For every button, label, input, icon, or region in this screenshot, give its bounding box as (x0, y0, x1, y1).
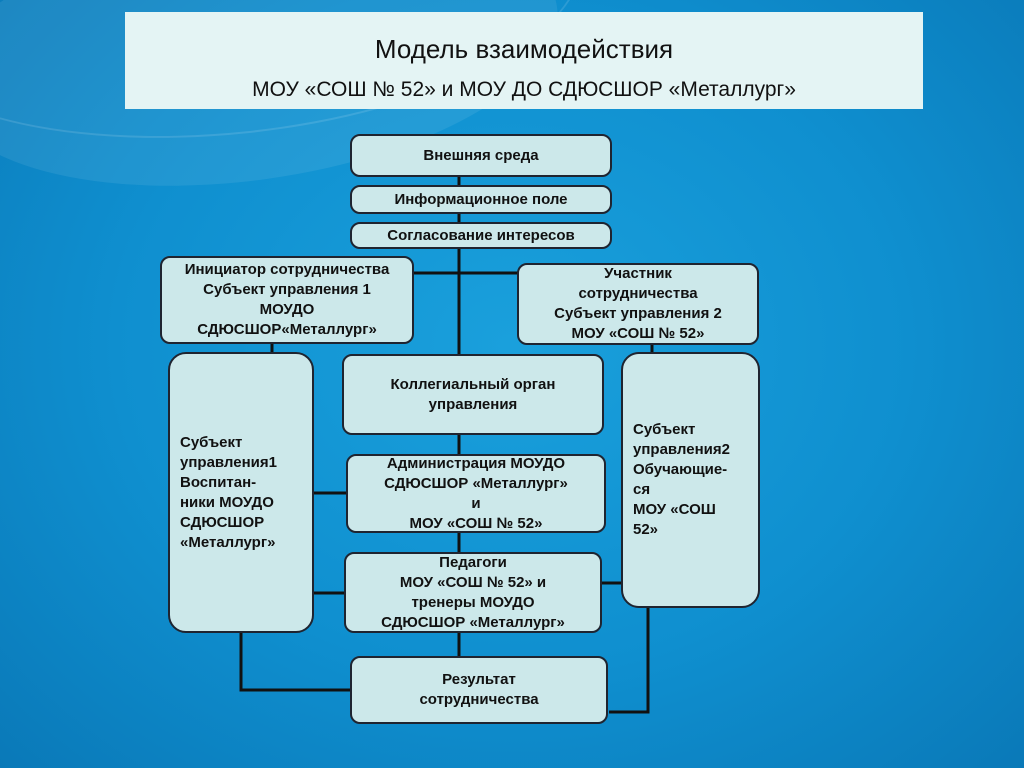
box-line: тренеры МОУДО (411, 593, 535, 611)
title-panel: Модель взаимодействия МОУ «СОШ № 52» и М… (125, 12, 923, 109)
administration-box: Администрация МОУДО СДЮСШОР «Металлург» … (346, 454, 606, 533)
box-line: СДЮСШОР (180, 513, 265, 531)
box-line: Коллегиальный орган (390, 375, 556, 393)
box-line: Субъект (180, 433, 243, 451)
box-line: и (471, 494, 481, 512)
box-line: сотрудничества (419, 691, 539, 708)
box-line: сотрудничества (578, 285, 698, 302)
box-label: Информационное поле (394, 190, 568, 208)
participant-box: Участник сотрудничества Субъект управлен… (517, 263, 759, 345)
box-line: Администрация МОУДО (386, 454, 566, 472)
box-line: управления (428, 395, 518, 413)
page-title: Модель взаимодействия (374, 34, 674, 64)
box-label: Согласование интересов (387, 226, 575, 244)
agreement-box: Согласование интересов (350, 222, 612, 249)
box-line: СДЮСШОР «Металлург» (384, 474, 568, 492)
box-line: ся (633, 481, 651, 498)
box-line: Педагоги (439, 553, 507, 571)
box-line: МОУДО (259, 301, 315, 318)
box-line: МОУ «СОШ (633, 501, 716, 518)
teachers-box: Педагоги МОУ «СОШ № 52» и тренеры МОУДО … (344, 552, 602, 633)
box-line: Инициатор сотрудничества (184, 261, 390, 278)
box-line: Участник (604, 265, 672, 282)
box-line: Субъект (633, 421, 696, 438)
subject-right-box: Субъект управления2 Обучающие- ся МОУ «С… (621, 352, 760, 608)
collegial-body-box: Коллегиальный орган управления (342, 354, 604, 435)
box-line: ники МОУДО (180, 493, 274, 511)
box-line: МОУ «СОШ № 52» (409, 514, 543, 532)
box-line: Субъект управления 1 (203, 281, 371, 298)
box-line: СДЮСШОР «Металлург» (381, 613, 565, 631)
connector-line (609, 606, 650, 714)
initiator-box: Инициатор сотрудничества Субъект управле… (160, 256, 414, 344)
box-line: 52» (633, 521, 659, 538)
result-box: Результат сотрудничества (350, 656, 608, 724)
box-line: управления1 (180, 453, 277, 471)
box-line: Воспитан- (180, 473, 257, 491)
subject-left-box: Субъект управления1 Воспитан- ники МОУДО… (168, 352, 314, 633)
info-field-box: Информационное поле (350, 185, 612, 214)
external-environment-box: Внешняя среда (350, 134, 612, 177)
box-line: Субъект управления 2 (554, 305, 722, 322)
box-line: МОУ «СОШ № 52» и (399, 573, 547, 591)
connector-line (239, 632, 352, 692)
box-line: Обучающие- (633, 461, 728, 478)
box-line: СДЮСШОР«Металлург» (197, 321, 377, 338)
box-line: МОУ «СОШ № 52» (571, 325, 705, 342)
box-line: «Металлург» (180, 533, 276, 551)
box-label: Внешняя среда (423, 146, 539, 164)
page-subtitle: МОУ «СОШ № 52» и МОУ ДО СДЮСШОР «Металлу… (252, 78, 796, 101)
box-line: Результат (442, 671, 516, 688)
box-line: управления2 (633, 441, 730, 458)
